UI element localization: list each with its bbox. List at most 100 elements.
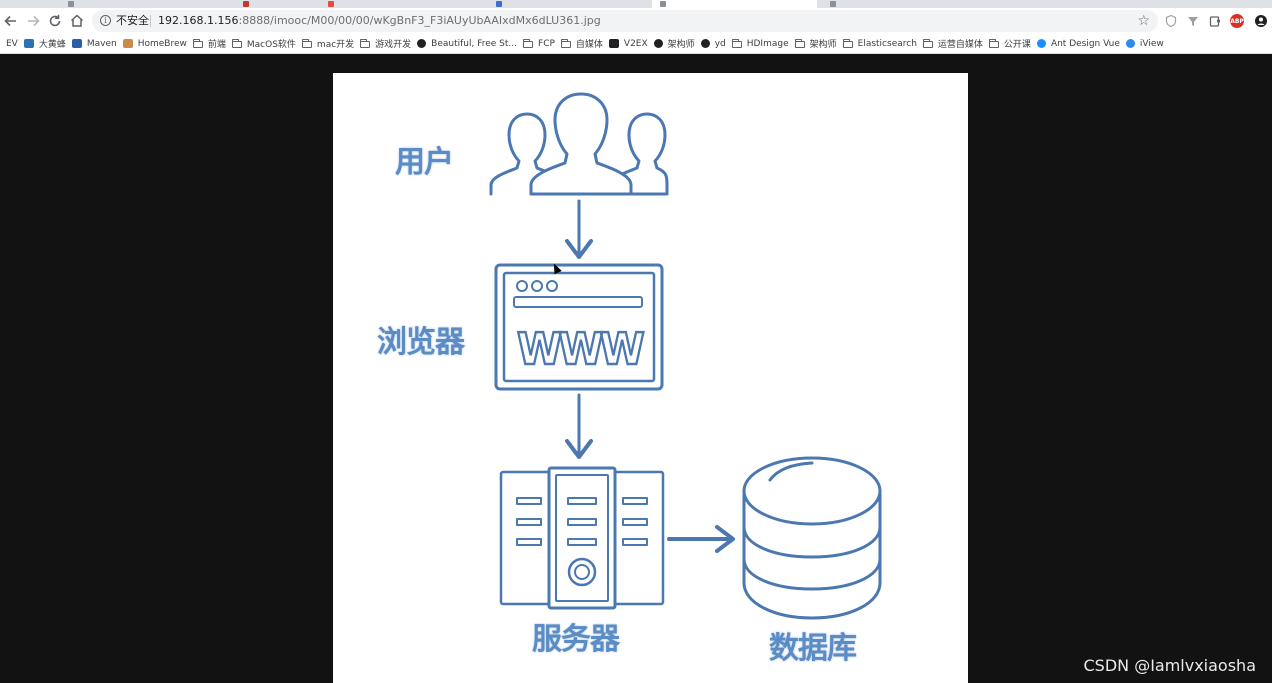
- bookmark-label: iView: [1139, 38, 1164, 49]
- www-text: WWW: [517, 324, 644, 375]
- folder-icon: [794, 38, 805, 48]
- folder-icon: [731, 38, 742, 48]
- forward-button[interactable]: [24, 12, 42, 30]
- reload-icon: [49, 14, 61, 27]
- bookmark-item[interactable]: 架构师: [653, 34, 695, 53]
- folder-icon: [231, 38, 242, 48]
- puzzle-icon: [1209, 16, 1221, 27]
- adblock-icon: ABP: [1230, 18, 1244, 25]
- folder-icon: [523, 38, 534, 48]
- url-text[interactable]: 192.168.1.156:8888/imooc/M00/00/00/wKgBn…: [158, 13, 601, 29]
- browser-window-icon: [494, 263, 664, 391]
- beer-icon: [122, 39, 133, 48]
- users-label: 用户: [395, 145, 454, 180]
- arrow-browser-to-server: [565, 393, 593, 459]
- tab-favicon: [243, 1, 249, 7]
- server-label: 服务器: [532, 622, 620, 657]
- tab-favicon: [660, 1, 666, 7]
- bookmark-item[interactable]: 大黄蜂: [23, 34, 66, 53]
- users-icon: [489, 92, 669, 196]
- bookmark-item[interactable]: EV: [6, 34, 18, 53]
- bookmark-item[interactable]: 架构师: [794, 34, 837, 53]
- bookmark-label: Ant Design Vue: [1050, 38, 1120, 49]
- image-viewer: WWW 用户 浏览器 服务器 数据库 CSDN @Iamlvxiaosha: [0, 54, 1272, 683]
- profile-icon: [1255, 15, 1267, 27]
- bookmark-item[interactable]: 运营自媒体: [922, 34, 983, 53]
- bookmark-item[interactable]: HomeBrew: [122, 34, 187, 53]
- tab-favicon: [68, 1, 74, 7]
- bookmark-item[interactable]: yd: [700, 34, 726, 53]
- vue-icon: [1036, 39, 1046, 48]
- folder-icon: [922, 38, 933, 48]
- bookmark-label: V2EX: [623, 38, 648, 49]
- back-button[interactable]: [2, 12, 20, 30]
- arrow-right-icon: [28, 15, 40, 27]
- github-icon: [653, 39, 663, 48]
- browser-tab[interactable]: [488, 0, 648, 8]
- home-button[interactable]: [68, 12, 86, 30]
- folder-icon: [842, 38, 853, 48]
- browser-tab-active[interactable]: [652, 0, 817, 8]
- browser-tab[interactable]: [320, 0, 485, 8]
- bookmark-item[interactable]: Maven: [71, 34, 117, 53]
- arrow-users-to-browser: [565, 199, 593, 259]
- bookmark-star-icon[interactable]: ☆: [1137, 13, 1150, 29]
- security-label[interactable]: 不安全: [116, 14, 149, 27]
- bookmark-item[interactable]: 公开课: [988, 34, 1031, 53]
- bookmarks-bar: EV 大黄蜂 Maven HomeBrew 前端 MacOS软件 mac开发 游戏开发 Beau…: [0, 34, 1272, 54]
- bookmark-label: MacOS软件: [246, 40, 296, 50]
- url-host: 192.168.1.156: [158, 14, 239, 27]
- database-label: 数据库: [769, 631, 857, 666]
- extension-profile-button[interactable]: [1254, 14, 1268, 28]
- bookmark-label: HomeBrew: [137, 38, 187, 49]
- reload-button[interactable]: [46, 12, 64, 30]
- bookmark-item[interactable]: V2EX: [608, 34, 648, 53]
- bookmark-item[interactable]: FCP: [523, 34, 555, 53]
- architecture-diagram: WWW: [489, 92, 882, 620]
- extension-puzzle-button[interactable]: [1208, 14, 1222, 28]
- bookmark-label: 大黄蜂: [38, 40, 66, 50]
- maven-icon: [71, 39, 82, 48]
- tab-strip: [0, 0, 1272, 8]
- bookmark-item[interactable]: Ant Design Vue: [1036, 34, 1120, 53]
- browser-tab[interactable]: [822, 0, 982, 8]
- bookmark-label: Elasticsearch: [857, 38, 917, 49]
- browser-tab[interactable]: [60, 0, 130, 8]
- bookmark-item[interactable]: mac开发: [301, 34, 354, 53]
- bookmark-item[interactable]: Elasticsearch: [842, 34, 917, 53]
- browser-toolbar: i 不安全 192.168.1.156:8888/imooc/M00/00/00…: [0, 8, 1272, 34]
- bookmark-label: yd: [714, 38, 726, 49]
- bookmark-item[interactable]: HDImage: [731, 34, 789, 53]
- browser-tab[interactable]: [235, 0, 315, 8]
- bookmark-item[interactable]: 自媒体: [560, 34, 603, 53]
- bookmark-label: 架构师: [667, 40, 695, 50]
- arrow-server-to-database: [667, 525, 735, 553]
- info-icon[interactable]: i: [100, 15, 111, 26]
- extension-funnel-button[interactable]: [1186, 14, 1200, 28]
- folder-icon: [360, 38, 371, 48]
- bookmark-label: FCP: [538, 38, 555, 49]
- bookmark-item[interactable]: 游戏开发: [360, 34, 411, 53]
- shield-icon: [1165, 14, 1177, 28]
- bookmark-label: Maven: [86, 38, 117, 49]
- bookmark-item[interactable]: iView: [1125, 34, 1164, 53]
- tab-favicon: [496, 1, 502, 7]
- extension-shield-button[interactable]: [1164, 14, 1178, 28]
- database-icon: [742, 456, 882, 620]
- bookmark-label: 架构师: [809, 40, 837, 50]
- bookmark-item[interactable]: Beautiful, Free St...: [417, 34, 517, 53]
- extension-adblock-button[interactable]: ABP: [1230, 14, 1244, 28]
- bookmark-item[interactable]: MacOS软件: [231, 34, 296, 53]
- tab-favicon: [830, 1, 836, 7]
- address-bar[interactable]: i 不安全 192.168.1.156:8888/imooc/M00/00/00…: [92, 10, 1158, 32]
- url-path: :8888/imooc/M00/00/00/wKgBnF3_F3iAUyUbAA…: [238, 14, 601, 27]
- address-separator: [150, 15, 151, 27]
- bookmark-item[interactable]: 前端: [192, 34, 226, 53]
- bookmark-label: EV: [6, 38, 18, 49]
- camera-icon: [417, 39, 427, 48]
- bookmark-label: 游戏开发: [375, 40, 412, 50]
- server-icon: [499, 466, 665, 610]
- folder-icon: [192, 38, 203, 48]
- bookmark-label: 自媒体: [575, 40, 603, 50]
- bookmark-label: 运营自媒体: [937, 40, 983, 50]
